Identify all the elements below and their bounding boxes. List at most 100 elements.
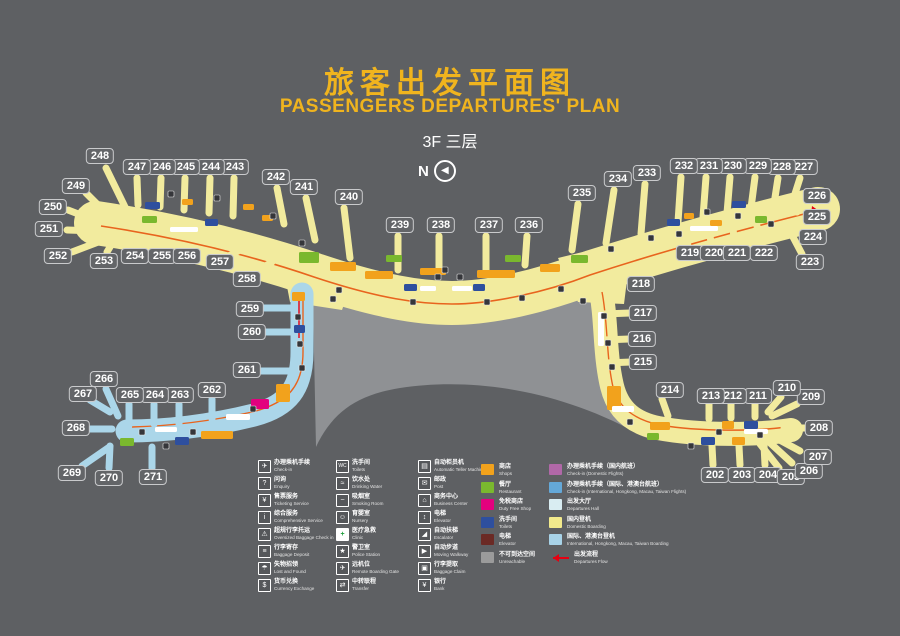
facility-icon: [557, 285, 565, 293]
gate-finger-234: [602, 186, 618, 247]
police-station-icon: ★: [336, 545, 349, 558]
elevator-icon: ↕: [418, 511, 431, 524]
gate-finger-250: [64, 206, 103, 226]
facility-icon: [604, 339, 612, 347]
moving-walkway-icon: ▶: [418, 545, 431, 558]
compass-icon: ◀: [433, 160, 456, 182]
toilet-area: [205, 219, 218, 226]
shop-area: [276, 384, 290, 402]
gate-finger-258: [252, 258, 276, 276]
walkway-area: [226, 414, 250, 420]
restaurant-area: [755, 216, 767, 223]
facility-icon: [600, 312, 608, 320]
facility-icon: [456, 273, 464, 281]
gate-finger-228: [770, 174, 782, 208]
facility-icon: [767, 220, 775, 228]
facility-icon: [675, 230, 683, 238]
gate-finger-236: [521, 232, 531, 269]
facility-icon: [647, 234, 655, 242]
gate-finger-244: [205, 174, 214, 217]
north-indicator: N ◀: [418, 160, 456, 182]
facility-icon: [756, 431, 764, 439]
ticketing-service-icon: ¥: [258, 494, 271, 507]
lost-and-found-icon: ☂: [258, 562, 271, 575]
walkway-area: [612, 406, 634, 412]
gate-finger-231: [699, 173, 710, 221]
oversized-baggage-icon: ⚠: [258, 528, 271, 541]
drinking-water-icon: ≈: [336, 477, 349, 490]
facility-icon: [483, 298, 491, 306]
facility-icon: [167, 190, 175, 198]
gate-finger-222: [753, 222, 765, 250]
walkway-area: [598, 312, 604, 346]
walkway-area: [155, 427, 177, 432]
toilet-area: [404, 284, 417, 291]
facility-icon: [213, 194, 221, 202]
gate-finger-221: [729, 225, 739, 250]
zone-legend-column: 办理乘机手续（国内航班）Check-in (Domestic Flights)办…: [549, 464, 686, 569]
gate-finger-205: [756, 440, 783, 472]
gate-finger-242: [273, 184, 288, 228]
restaurant-area: [571, 255, 588, 263]
toilet-area: [667, 219, 680, 226]
gate-finger-241: [302, 194, 319, 244]
gate-finger-209: [768, 400, 801, 420]
gate-finger-254: [132, 238, 141, 253]
gate-finger-210: [764, 393, 785, 416]
gate-finger-215: [602, 358, 635, 367]
walkway-area: [420, 286, 436, 291]
shop-area: [477, 270, 515, 278]
gate-finger-230: [723, 173, 734, 217]
floor-label: 3F 三层: [422, 134, 478, 151]
gate-finger-247: [133, 174, 142, 209]
shop-area: [650, 422, 670, 430]
facility-icon: [298, 364, 306, 372]
gate-finger-219: [682, 232, 692, 250]
remote-boarding-gate-icon: ✈: [336, 562, 349, 575]
shop-area: [732, 437, 745, 445]
baggage-deposit-icon: ≡: [258, 545, 271, 558]
legend-text: 办理乘机手续（国际、港澳台航班）Check-in (International,…: [567, 481, 687, 494]
facility-icon: [335, 286, 343, 294]
facility-icon: [608, 363, 616, 371]
comprehensive-service-icon: i: [258, 511, 271, 524]
toilet-area: [732, 201, 746, 208]
facility-icon: [162, 442, 170, 450]
north-label: N: [418, 162, 429, 180]
gate-finger-232: [674, 173, 685, 226]
gate-finger-249: [82, 189, 110, 217]
gate-finger-207: [772, 434, 804, 455]
